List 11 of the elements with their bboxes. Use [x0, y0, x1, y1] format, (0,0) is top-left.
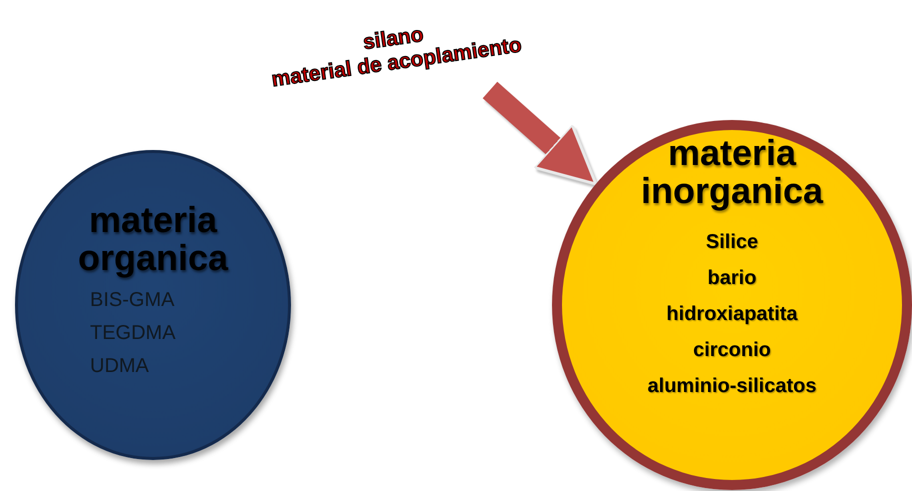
list-item: BIS-GMA: [90, 290, 174, 310]
circle-heading: materia inorganica: [640, 134, 824, 210]
list-item: UDMA: [90, 356, 149, 376]
arrow: [482, 82, 598, 186]
list-item: TEGDMA: [90, 322, 176, 343]
list-item: hidroxiapatita: [666, 304, 798, 324]
list-item: Silice: [706, 232, 758, 252]
list-item: aluminio-silicatos: [648, 376, 816, 396]
circle-heading: materia organica: [76, 201, 230, 277]
list-item: bario: [708, 268, 756, 288]
list-item: circonio: [693, 340, 771, 360]
